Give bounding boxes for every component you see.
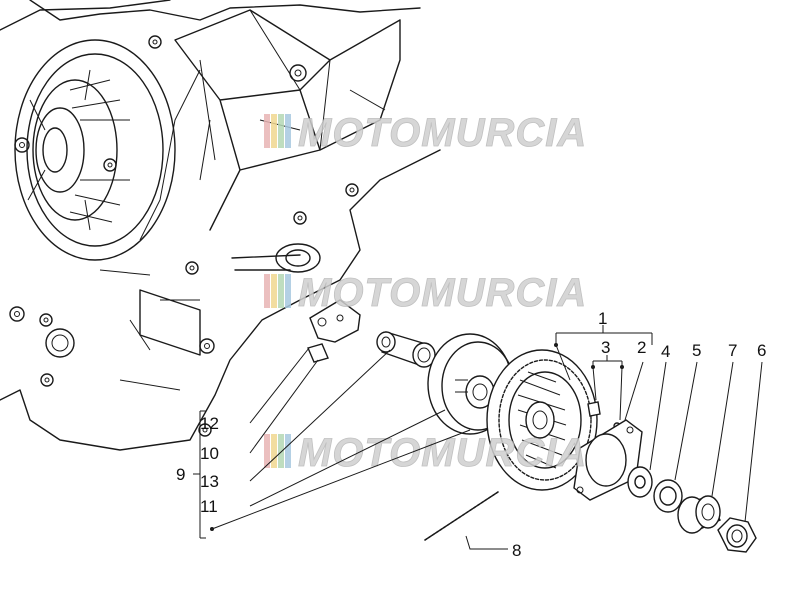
watermark-stripes — [264, 274, 291, 308]
fan-flywheel-part-1 — [486, 349, 621, 491]
sleeve-part-7 — [677, 495, 721, 534]
callout-11: 11 — [200, 497, 218, 516]
watermark-logo-2: MOTOMURCIA — [264, 271, 587, 315]
callout-10: 10 — [200, 444, 219, 463]
slider-part-10 — [307, 343, 329, 363]
washer-part-4 — [627, 466, 653, 498]
callout-leaders — [193, 325, 763, 550]
watermark-text: MOTOMURCIA — [298, 431, 587, 475]
spring-part-8 — [424, 491, 499, 541]
watermark-stripes — [264, 114, 291, 148]
watermark-stripes — [264, 434, 291, 468]
watermark-logo-1: MOTOMURCIA — [264, 111, 587, 155]
bracket-part-12 — [309, 299, 361, 343]
callout-3: 3 — [601, 338, 610, 357]
watermark-logo-3: MOTOMURCIA — [264, 431, 587, 475]
callout-13: 13 — [200, 472, 219, 491]
callout-4: 4 — [661, 342, 670, 361]
crankcase-housing — [0, 0, 441, 451]
spacer-part-5 — [653, 479, 683, 513]
watermark-text: MOTOMURCIA — [298, 111, 587, 155]
callout-2: 2 — [637, 338, 646, 357]
bushing-part-13 — [376, 331, 436, 370]
callout-7: 7 — [728, 341, 737, 360]
callout-12: 12 — [200, 414, 219, 433]
watermark-text: MOTOMURCIA — [298, 271, 587, 315]
callout-9: 9 — [176, 465, 185, 484]
callout-labels: 1 2 3 4 5 6 7 8 9 10 11 12 13 — [176, 309, 766, 560]
callout-1: 1 — [598, 309, 607, 328]
callout-6: 6 — [757, 341, 766, 360]
nut-part-6 — [717, 517, 757, 553]
callout-8: 8 — [512, 541, 521, 560]
callout-5: 5 — [692, 341, 701, 360]
